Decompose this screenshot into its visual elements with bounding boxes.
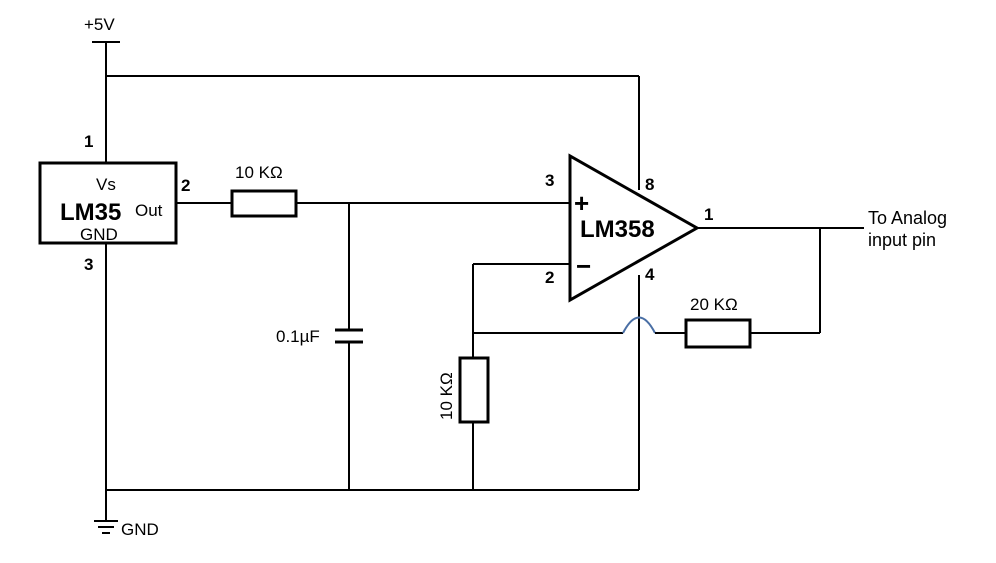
wire-crossover-hop: [622, 316, 656, 334]
supply-label: +5V: [84, 15, 115, 34]
lm35-body: [38, 161, 178, 245]
opamp-pin4: 4: [645, 265, 655, 284]
ground-label: GND: [121, 520, 159, 539]
resistor-input: [230, 189, 298, 218]
opamp-plus-sign: +: [574, 188, 589, 218]
opamp-name: LM358: [580, 216, 655, 243]
lm35-gnd-label: GND: [80, 225, 118, 244]
lm35-out-label: Out: [135, 201, 163, 220]
lm35-pin2: 2: [181, 176, 190, 195]
resistor-feedback: [684, 318, 752, 349]
lm35-name: LM35: [60, 199, 121, 226]
capacitor-label: 0.1µF: [276, 327, 320, 346]
opamp-pin1: 1: [704, 205, 713, 224]
resistor-ground: [458, 356, 490, 424]
lm35-pin1: 1: [84, 132, 93, 151]
wires: [92, 41, 864, 521]
lm35-pin3: 3: [84, 255, 93, 274]
opamp-pin2: 2: [545, 268, 554, 287]
opamp-pin3: 3: [545, 171, 554, 190]
resistor-input-label: 10 KΩ: [235, 163, 283, 182]
capacitor-symbol: [335, 328, 363, 344]
resistor-ground-label: 10 KΩ: [437, 372, 456, 420]
opamp-minus-sign: −: [576, 251, 591, 281]
output-label-line1: To Analog: [868, 208, 947, 228]
output-label-line2: input pin: [868, 230, 936, 250]
resistor-feedback-label: 20 KΩ: [690, 295, 738, 314]
opamp-pin8: 8: [645, 175, 654, 194]
lm35-vs-label: Vs: [96, 175, 116, 194]
opamp-body: [568, 153, 701, 303]
ground-symbol: [94, 520, 118, 534]
